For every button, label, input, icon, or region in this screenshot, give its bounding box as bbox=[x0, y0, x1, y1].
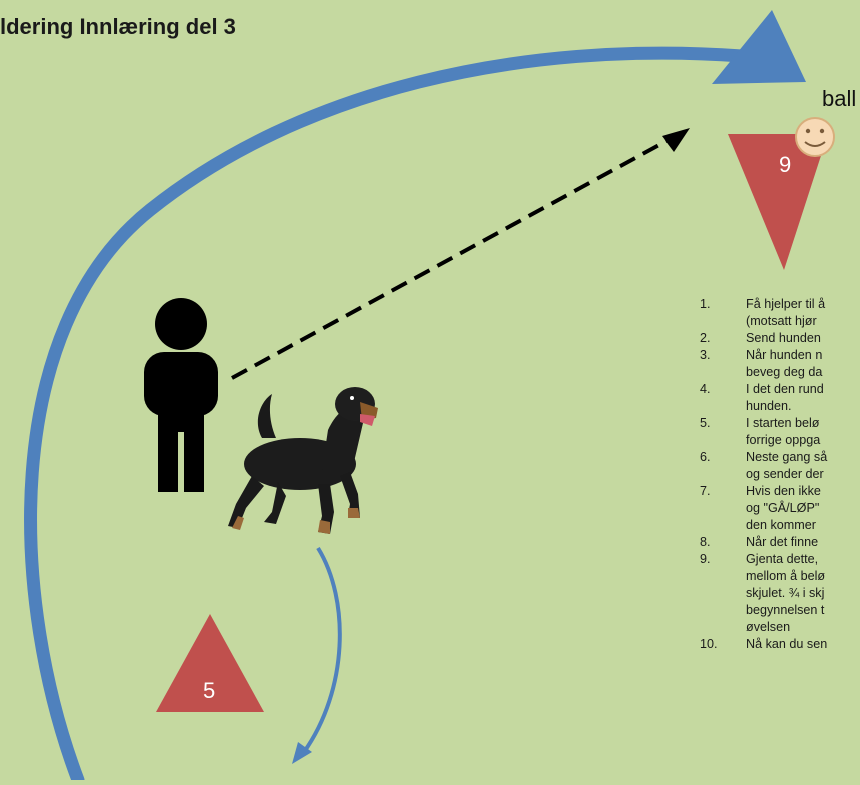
step-text: I det den rund hunden. bbox=[746, 381, 824, 415]
instruction-step: 2. Send hunden bbox=[700, 330, 860, 347]
instruction-list: 1. Få hjelper til å (motsatt hjør 2. Send hu… bbox=[700, 296, 860, 653]
step-number: 6. bbox=[700, 450, 711, 464]
step-text-line: Når hunden n bbox=[746, 348, 823, 362]
step-text-line: hunden. bbox=[746, 399, 792, 413]
small-curved-arrow bbox=[292, 546, 342, 764]
instruction-step: 3. Når hunden n beveg deg da bbox=[700, 347, 860, 381]
page-title: ldering Innlæring del 3 bbox=[0, 14, 236, 39]
helper-smiley-icon bbox=[795, 117, 835, 157]
step-text: Gjenta dette, mellom å belø skjulet. ¾ i s… bbox=[746, 551, 825, 636]
step-text: Neste gang så og sender der bbox=[746, 449, 827, 483]
step-text: Nå kan du sen bbox=[746, 636, 827, 653]
step-text-line: beveg deg da bbox=[746, 365, 823, 379]
step-text-line: og "GÅ/LØP" bbox=[746, 501, 820, 515]
step-text-line: Få hjelper til å bbox=[746, 297, 826, 311]
cone-5-label: 5 bbox=[203, 678, 216, 703]
step-number: 7. bbox=[700, 484, 711, 498]
step-text-line: (motsatt hjør bbox=[746, 314, 817, 328]
cone-5 bbox=[156, 614, 264, 712]
instruction-step: 8. Når det finne bbox=[700, 534, 860, 551]
ball-label: ball bbox=[822, 86, 857, 111]
cone-9 bbox=[728, 134, 828, 270]
step-text-line: Hvis den ikke bbox=[746, 484, 821, 498]
step-text: Når det finne bbox=[746, 534, 818, 551]
step-text: Når hunden n beveg deg da bbox=[746, 347, 822, 381]
step-number: 1. bbox=[700, 297, 711, 311]
step-text-line: Gjenta dette, bbox=[746, 552, 819, 566]
step-text-line: og sender der bbox=[746, 467, 824, 481]
large-curved-arrow bbox=[24, 10, 806, 785]
step-text-line: Nå kan du sen bbox=[746, 637, 828, 651]
step-number: 3. bbox=[700, 348, 711, 362]
instruction-step: 1. Få hjelper til å (motsatt hjør bbox=[700, 296, 860, 330]
step-text-line: forrige oppga bbox=[746, 433, 821, 447]
step-text-line: Når det finne bbox=[746, 535, 819, 549]
step-text-line: begynnelsen t bbox=[746, 603, 825, 617]
step-text-line: Neste gang så bbox=[746, 450, 828, 464]
step-number: 8. bbox=[700, 535, 711, 549]
step-number: 4. bbox=[700, 382, 711, 396]
step-text: Send hunden bbox=[746, 330, 821, 347]
step-number: 9. bbox=[700, 552, 711, 566]
instruction-step: 10. Nå kan du sen bbox=[700, 636, 860, 653]
step-text: Hvis den ikke og "GÅ/LØP" den kommer bbox=[746, 483, 821, 534]
step-text-line: skjulet. ¾ i skj bbox=[746, 586, 825, 600]
cone-9-label: 9 bbox=[779, 152, 792, 177]
person-icon bbox=[144, 298, 218, 492]
step-text-line: mellom å belø bbox=[746, 569, 826, 583]
step-text-line: øvelsen bbox=[746, 620, 791, 634]
instruction-step: 5. I starten belø forrige oppga bbox=[700, 415, 860, 449]
step-text-line: I starten belø bbox=[746, 416, 820, 430]
step-text-line: Send hunden bbox=[746, 331, 821, 345]
dashed-send-arrow bbox=[231, 128, 690, 380]
step-text-line: I det den rund bbox=[746, 382, 824, 396]
instruction-step: 9. Gjenta dette, mellom å belø skjulet. ¾ i… bbox=[700, 551, 860, 636]
instruction-step: 6. Neste gang så og sender der bbox=[700, 449, 860, 483]
step-text: I starten belø forrige oppga bbox=[746, 415, 820, 449]
step-text: Få hjelper til å (motsatt hjør bbox=[746, 296, 825, 330]
step-number: 5. bbox=[700, 416, 711, 430]
step-number: 10. bbox=[700, 637, 718, 651]
step-text-line: den kommer bbox=[746, 518, 816, 532]
step-number: 2. bbox=[700, 331, 711, 345]
dog-icon bbox=[228, 387, 378, 534]
instruction-step: 7. Hvis den ikke og "GÅ/LØP" den kommer bbox=[700, 483, 860, 534]
instruction-step: 4. I det den rund hunden. bbox=[700, 381, 860, 415]
